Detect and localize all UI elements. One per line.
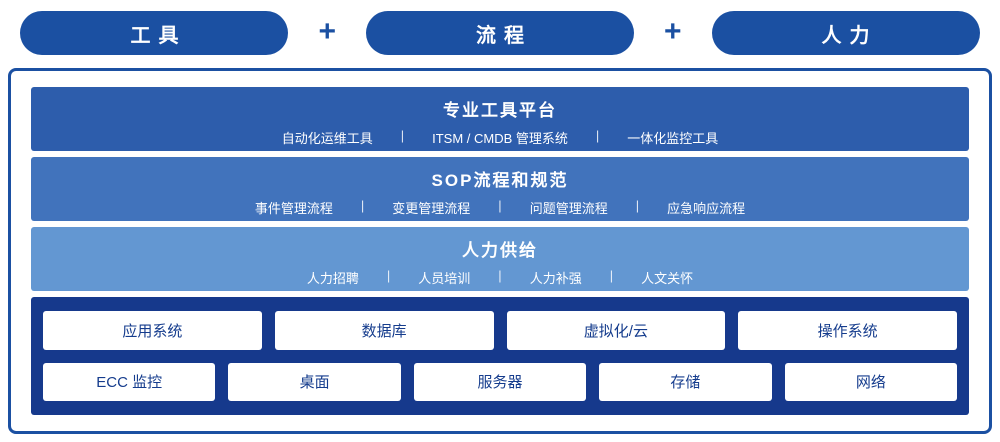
layer-title-sop-process: SOP流程和规范 xyxy=(431,171,569,190)
plus-icon: + xyxy=(664,14,682,48)
item-separator: | xyxy=(400,128,405,143)
layer-item: 问题管理流程 xyxy=(529,201,608,216)
item-separator: | xyxy=(498,198,502,213)
layer-items-sop-process: 事件管理流程 | 变更管理流程 | 问题管理流程 | 应急响应流程 xyxy=(31,198,969,217)
layer-item: 人文关怀 xyxy=(641,271,694,286)
layer-items-tool-platform: 自动化运维工具 | ITSM / CMDB 管理系统 | 一体化监控工具 xyxy=(31,128,969,147)
base-box: 操作系统 xyxy=(738,311,957,350)
base-box: 应用系统 xyxy=(43,311,262,350)
base-box: 数据库 xyxy=(274,311,494,350)
layer-item: 人力招聘 xyxy=(306,271,359,286)
plus-icon: + xyxy=(318,14,336,48)
item-separator: | xyxy=(609,268,614,283)
layer-item: 人员培训 xyxy=(418,271,471,286)
header-pill-process: 流程 xyxy=(366,11,634,55)
layer-items-manpower-supply: 人力招聘 | 人员培训 | 人力补强 | 人文关怀 xyxy=(31,268,969,287)
layer-item: 自动化运维工具 xyxy=(281,131,373,146)
item-separator: | xyxy=(386,268,391,283)
item-separator: | xyxy=(360,198,365,213)
layer-item: 一体化监控工具 xyxy=(627,131,719,146)
layer-title-tool-platform: 专业工具平台 xyxy=(443,101,557,120)
header-pill-people: 人力 xyxy=(711,11,980,55)
base-row-2: ECC 监控桌面服务器存储网络 xyxy=(43,362,958,401)
item-separator: | xyxy=(498,268,502,283)
layer-item: 应急响应流程 xyxy=(667,201,746,216)
layer-stack: 专业工具平台自动化运维工具 | ITSM / CMDB 管理系统 | 一体化监控工具 SO… xyxy=(31,87,969,291)
item-separator: | xyxy=(635,198,640,213)
layer-band-sop-process: SOP流程和规范事件管理流程 | 变更管理流程 | 问题管理流程 | 应急响应流程 xyxy=(31,157,969,221)
layer-title-manpower-supply: 人力供给 xyxy=(462,241,538,260)
base-panel: 应用系统数据库虚拟化/云操作系统 ECC 监控桌面服务器存储网络 xyxy=(31,297,969,415)
base-box: 桌面 xyxy=(228,362,401,401)
layer-item: 事件管理流程 xyxy=(254,201,333,216)
item-separator: | xyxy=(595,128,600,143)
base-box: 服务器 xyxy=(413,362,587,401)
base-box: ECC 监控 xyxy=(43,362,216,401)
layer-item: 人力补强 xyxy=(529,271,582,286)
base-box: 存储 xyxy=(599,362,772,401)
base-box: 虚拟化/云 xyxy=(506,311,726,350)
main-frame: 专业工具平台自动化运维工具 | ITSM / CMDB 管理系统 | 一体化监控工具 SO… xyxy=(8,68,992,434)
layer-band-manpower-supply: 人力供给人力招聘 | 人员培训 | 人力补强 | 人文关怀 xyxy=(31,227,969,291)
layer-item: ITSM / CMDB 管理系统 xyxy=(432,131,568,146)
base-row-1: 应用系统数据库虚拟化/云操作系统 xyxy=(43,311,957,350)
base-box: 网络 xyxy=(784,362,958,401)
header-row: 工具 + 流程 + 人力 xyxy=(0,10,1000,56)
layer-band-tool-platform: 专业工具平台自动化运维工具 | ITSM / CMDB 管理系统 | 一体化监控工具 xyxy=(31,87,969,151)
header-pill-tools: 工具 xyxy=(20,11,289,55)
layer-item: 变更管理流程 xyxy=(392,201,471,216)
